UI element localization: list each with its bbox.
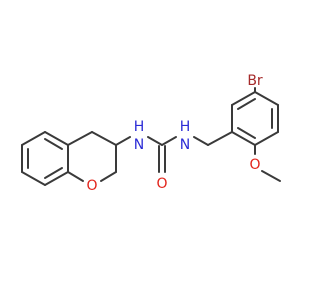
carbonyl-oxygen-label: O xyxy=(156,176,167,192)
chroman-pyran-ring xyxy=(67,131,117,182)
structure-diagram: H N H N O O Br O xyxy=(21,73,281,194)
methoxy-oxygen-label: O xyxy=(249,157,260,173)
ring-oxygen-label: O xyxy=(86,178,97,194)
bromine-label: Br xyxy=(247,73,263,89)
nh-left-n-label: N xyxy=(134,137,144,153)
molecule-canvas: H N H N O O Br O xyxy=(21,73,281,194)
nh-right-h-label: H xyxy=(180,119,191,135)
nh-left-h-label: H xyxy=(134,119,145,135)
bromo-methoxy-benzene-ring xyxy=(231,91,279,146)
chroman-benzene-ring xyxy=(21,131,69,186)
substituent-bonds xyxy=(254,87,281,182)
urea-linker xyxy=(115,131,233,173)
nh-right-n-label: N xyxy=(180,137,190,153)
